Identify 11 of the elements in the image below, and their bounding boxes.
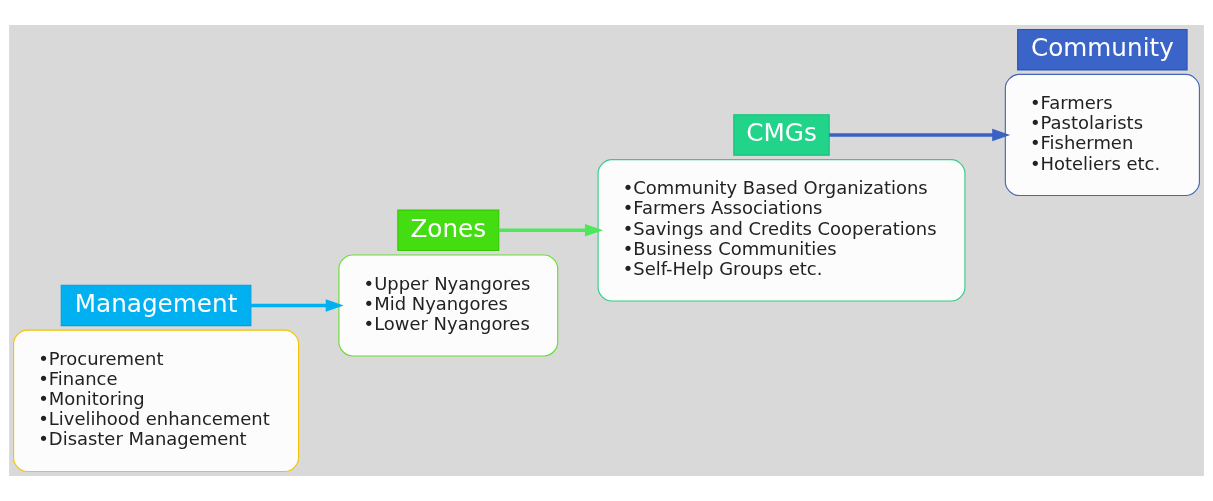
node-box: CMGs [733, 114, 830, 156]
node-box: •Community Based Organizations •Farmers Associations •Savings and Credits Cooperations •Business Communities •Self-Help Groups etc. [597, 159, 966, 302]
arrow [250, 299, 344, 312]
node-box: Management [60, 284, 252, 327]
arrow [829, 128, 1011, 142]
node-box: Community [1017, 28, 1188, 71]
node-box: Zones [397, 209, 500, 252]
node-box: •Farmers •Pastolarists •Fishermen •Hoteliers etc. [1004, 73, 1200, 197]
arrow [499, 224, 603, 237]
node-box: •Upper Nyangores •Mid Nyangores •Lower Nyangores [338, 254, 559, 357]
node-box: •Procurement •Finance •Monitoring •Livelihood enhancement •Disaster Management [13, 329, 300, 473]
